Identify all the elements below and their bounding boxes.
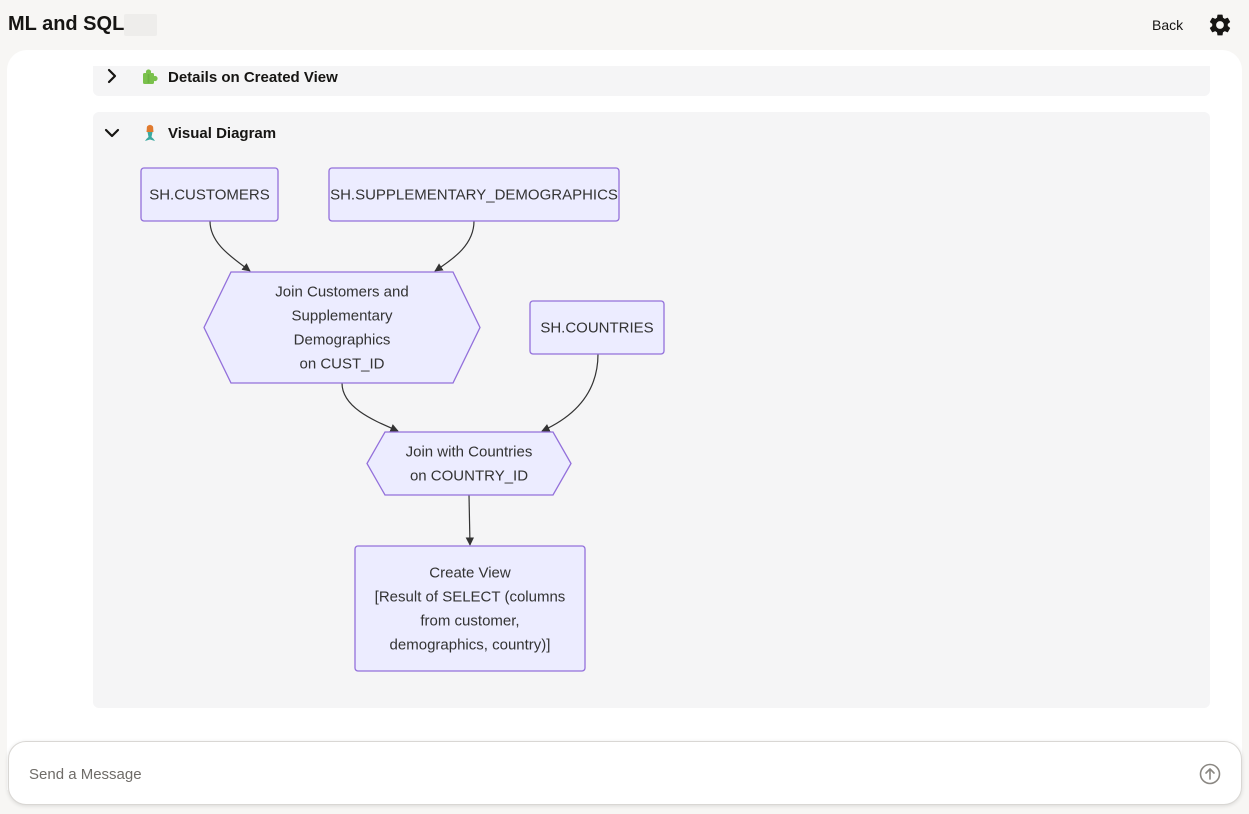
diagram-node-label: on CUST_ID xyxy=(299,356,384,373)
diagram-node-join1: Join Customers andSupplementaryDemograph… xyxy=(203,271,481,384)
details-panel-header[interactable]: Details on Created View xyxy=(93,66,1210,96)
mermaid-icon xyxy=(145,124,155,141)
diagram-node-shape xyxy=(328,167,620,222)
top-bar: ML and SQL Back xyxy=(0,0,1249,50)
diagram-node-label: Supplementary xyxy=(292,308,393,325)
edge-customers-to-join1 xyxy=(209,220,251,272)
details-panel: Details on Created View xyxy=(93,66,1210,96)
diagram-node-countries: SH.COUNTRIES xyxy=(529,300,665,355)
diagram-node-label: Join Customers and xyxy=(275,284,408,301)
edge-join2-to-view xyxy=(465,494,475,546)
visual-diagram-panel-title: Visual Diagram xyxy=(168,125,277,142)
app-title: ML and SQL xyxy=(8,13,125,35)
diagram-node-label: SH.COUNTRIES xyxy=(540,320,653,337)
diagram-node-label: on COUNTRY_ID xyxy=(410,468,528,485)
edge-countries-to-join2 xyxy=(541,353,599,432)
diagram-node-label: [Result of SELECT (columns xyxy=(375,589,566,606)
message-composer xyxy=(8,741,1242,805)
diagram-node-shape xyxy=(529,300,665,355)
diagram-node-label: SH.CUSTOMERS xyxy=(149,187,270,204)
chevron-down-icon xyxy=(104,128,120,138)
diagram-node-join2: Join with Countries on COUNTRY_ID xyxy=(366,431,572,496)
diagram-node-view: Create View [Result of SELECT (columns fro… xyxy=(354,545,586,672)
diagram-node-shape xyxy=(203,271,481,384)
details-panel-title: Details on Created View xyxy=(168,69,338,86)
edge-join1-to-join2 xyxy=(341,382,399,432)
diagram-node-shape xyxy=(366,431,572,496)
back-button[interactable]: Back xyxy=(1152,17,1184,33)
diagram-node-label: demographics, country)] xyxy=(390,637,551,654)
chevron-right-icon xyxy=(107,68,117,84)
diagram-node-label: Join with Countries xyxy=(406,444,533,461)
chat-content-area: Details on Created View Visual Diagram S… xyxy=(7,50,1242,790)
diagram-node-demographics: SH.SUPPLEMENTARY_DEMOGRAPHICS xyxy=(328,167,620,222)
edge-demographics-to-join1 xyxy=(434,220,475,272)
diagram-node-label: from customer, xyxy=(420,613,519,630)
gear-icon[interactable] xyxy=(1207,12,1233,38)
visual-diagram-panel: Visual Diagram SH.CUSTOMERS SH.SUPPLEMENT… xyxy=(93,112,1210,708)
diagram-node-label: Create View xyxy=(429,565,511,582)
visual-diagram-panel-header[interactable]: Visual Diagram xyxy=(93,122,1210,152)
arrow-up-circle-icon[interactable] xyxy=(1199,763,1221,785)
title-badge-placeholder xyxy=(124,14,157,36)
puzzle-icon xyxy=(143,69,158,84)
diagram-node-label: Demographics xyxy=(294,332,391,349)
message-input[interactable] xyxy=(27,762,1177,786)
diagram-node-shape xyxy=(354,545,586,672)
diagram-node-customers: SH.CUSTOMERS xyxy=(140,167,279,222)
diagram-node-label: SH.SUPPLEMENTARY_DEMOGRAPHICS xyxy=(330,187,618,204)
flow-diagram: SH.CUSTOMERS SH.SUPPLEMENTARY_DEMOGRAPHIC… xyxy=(140,167,665,672)
diagram-node-shape xyxy=(140,167,279,222)
